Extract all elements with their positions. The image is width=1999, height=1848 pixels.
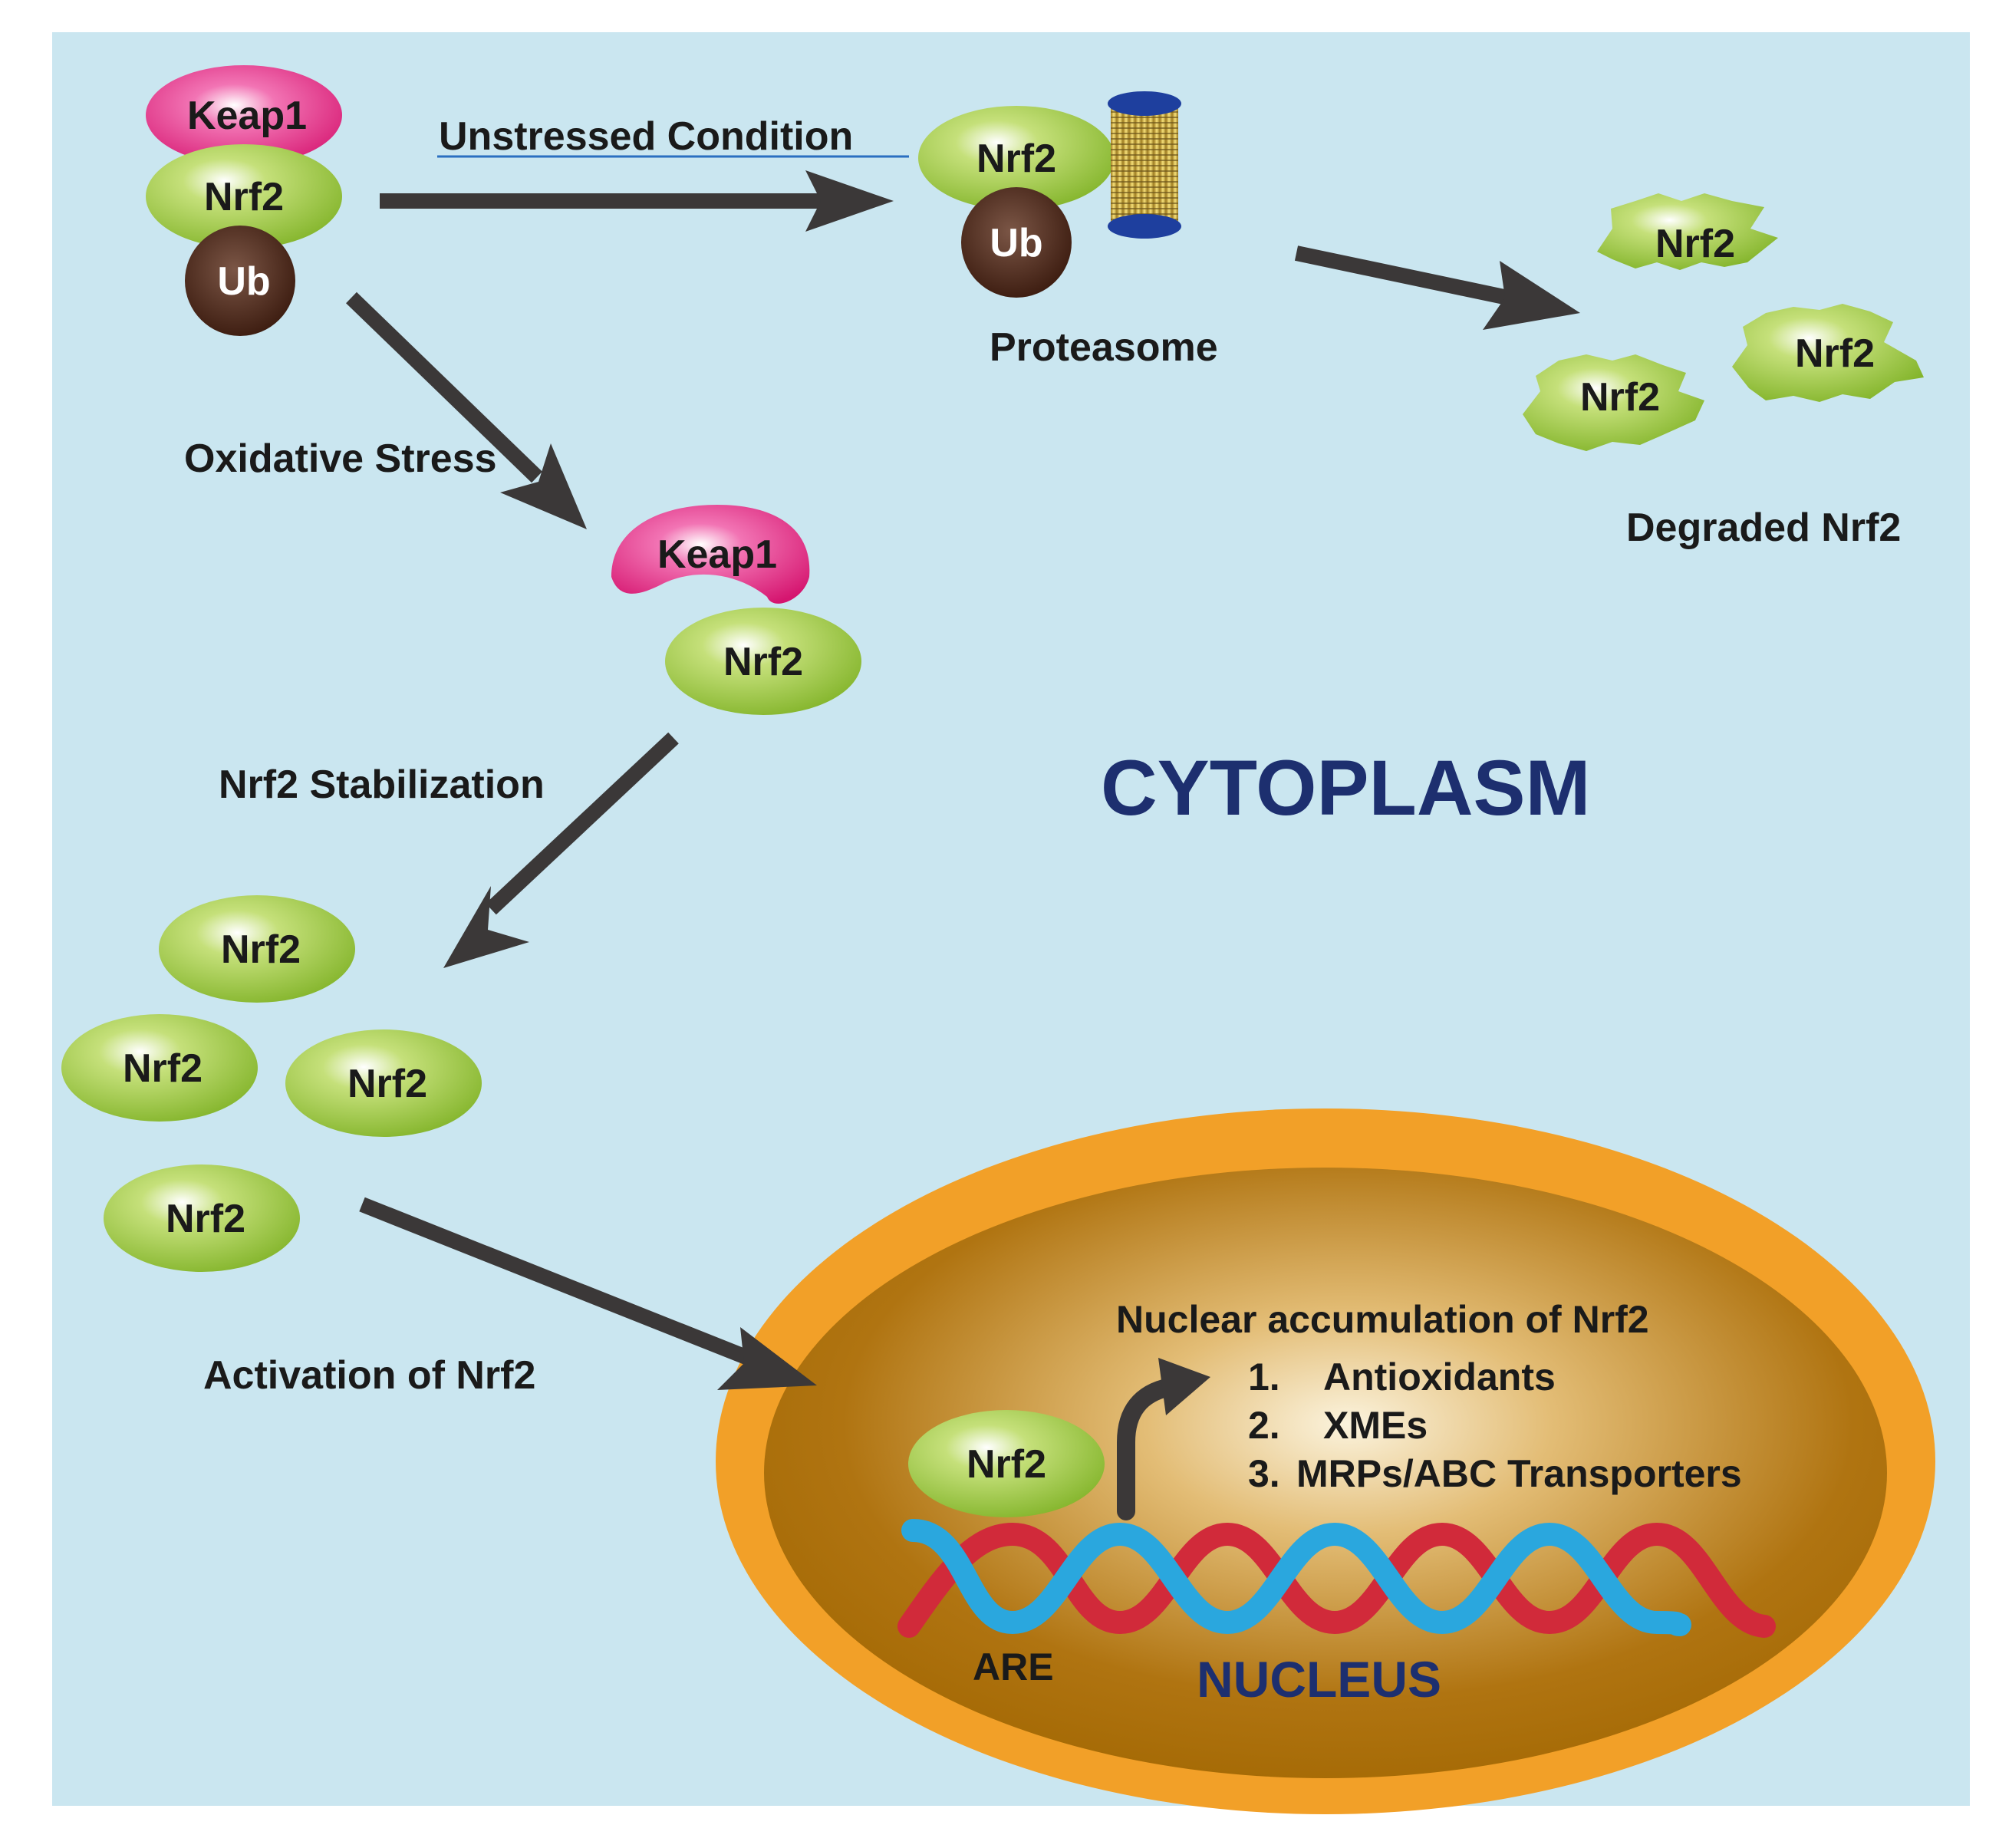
degraded-nrf2-fragment: Nrf2	[1523, 354, 1704, 451]
gene-list-number: 2.	[1248, 1404, 1280, 1447]
nuclear-nrf2: Nrf2	[908, 1410, 1105, 1517]
cytoplasm-label: CYTOPLASM	[1101, 744, 1591, 832]
keap1-shape	[146, 65, 342, 165]
nrf2-label: Nrf2	[347, 1062, 427, 1106]
nrf2-label: Nrf2	[967, 1442, 1046, 1487]
nucleoplasm	[764, 1168, 1887, 1778]
nrf2-molecule: Nrf2	[61, 1014, 258, 1122]
stabilization-label: Nrf2 Stabilization	[219, 763, 545, 807]
keap1-released: Keap1	[611, 505, 810, 604]
ub-label: Ub	[990, 221, 1042, 265]
nrf2-shape	[146, 144, 342, 249]
keap1-label: Keap1	[187, 94, 307, 138]
degraded-nrf2-fragment: Nrf2	[1732, 304, 1924, 402]
gene-list-item: XMEs	[1323, 1404, 1428, 1447]
arrow-activation	[359, 1197, 817, 1390]
gene-list: 1. Antioxidants 2. XMEs 3. MRPs/ABC Tran…	[1248, 1356, 1742, 1495]
proteasome-icon	[1108, 91, 1181, 239]
nucleus	[716, 1108, 1935, 1814]
nrf2-label: Nrf2	[723, 640, 803, 684]
nrf2-ub-proteasome-complex: Nrf2 Ub	[918, 91, 1181, 298]
nucleus-label: NUCLEUS	[1197, 1651, 1441, 1708]
ub-shape	[185, 226, 295, 336]
degraded-label: Degraded Nrf2	[1626, 506, 1901, 550]
ub-shape	[961, 187, 1072, 298]
nrf2-shape	[918, 106, 1115, 210]
arrow-unstressed	[380, 170, 894, 232]
ub-label: Ub	[217, 259, 270, 304]
nrf2-label: Nrf2	[166, 1197, 245, 1241]
nrf2-label: Nrf2	[123, 1046, 203, 1091]
keap1-nrf2-ub-complex: Keap1 Nrf2 Ub	[146, 65, 342, 336]
unstressed-label: Unstressed Condition	[439, 114, 853, 159]
nrf2-label: Nrf2	[1795, 331, 1875, 376]
nrf2-label: Nrf2	[204, 175, 284, 219]
nuclear-accumulation-label: Nuclear accumulation of Nrf2	[1116, 1298, 1649, 1341]
nrf2-label: Nrf2	[221, 927, 301, 972]
degraded-nrf2-group: Nrf2 Nrf2 Nrf2	[1523, 193, 1924, 451]
are-label: ARE	[973, 1645, 1054, 1688]
transcription-arrow	[1117, 1358, 1210, 1520]
arrow-stabilization	[443, 732, 679, 968]
nrf2-label: Nrf2	[976, 137, 1056, 181]
arrow-oxidative	[346, 292, 587, 529]
gene-list-item: Antioxidants	[1323, 1356, 1556, 1398]
gene-list-number: 1.	[1248, 1356, 1280, 1398]
nrf2-label: Nrf2	[1580, 375, 1660, 420]
nrf2-molecule: Nrf2	[159, 895, 355, 1003]
gene-list-item: MRPs/ABC Transporters	[1296, 1452, 1742, 1495]
keap1-label: Keap1	[657, 532, 777, 577]
gene-list-number: 3.	[1248, 1452, 1280, 1495]
degraded-nrf2-fragment: Nrf2	[1597, 193, 1778, 270]
nrf2-molecule: Nrf2	[285, 1029, 482, 1137]
activation-label: Activation of Nrf2	[203, 1353, 535, 1398]
arrow-to-degraded	[1294, 245, 1580, 330]
oxidative-label: Oxidative Stress	[184, 436, 497, 481]
stabilized-nrf2-cluster: Nrf2 Nrf2 Nrf2 Nrf2	[61, 895, 482, 1272]
dna-helix	[897, 1519, 1776, 1638]
nrf2-free: Nrf2	[665, 608, 861, 715]
dna-strand-red	[897, 1522, 1776, 1638]
nrf2-molecule: Nrf2	[104, 1164, 300, 1272]
proteasome-label: Proteasome	[990, 325, 1218, 370]
nrf2-label: Nrf2	[1655, 222, 1735, 266]
dna-strand-blue	[901, 1519, 1691, 1636]
